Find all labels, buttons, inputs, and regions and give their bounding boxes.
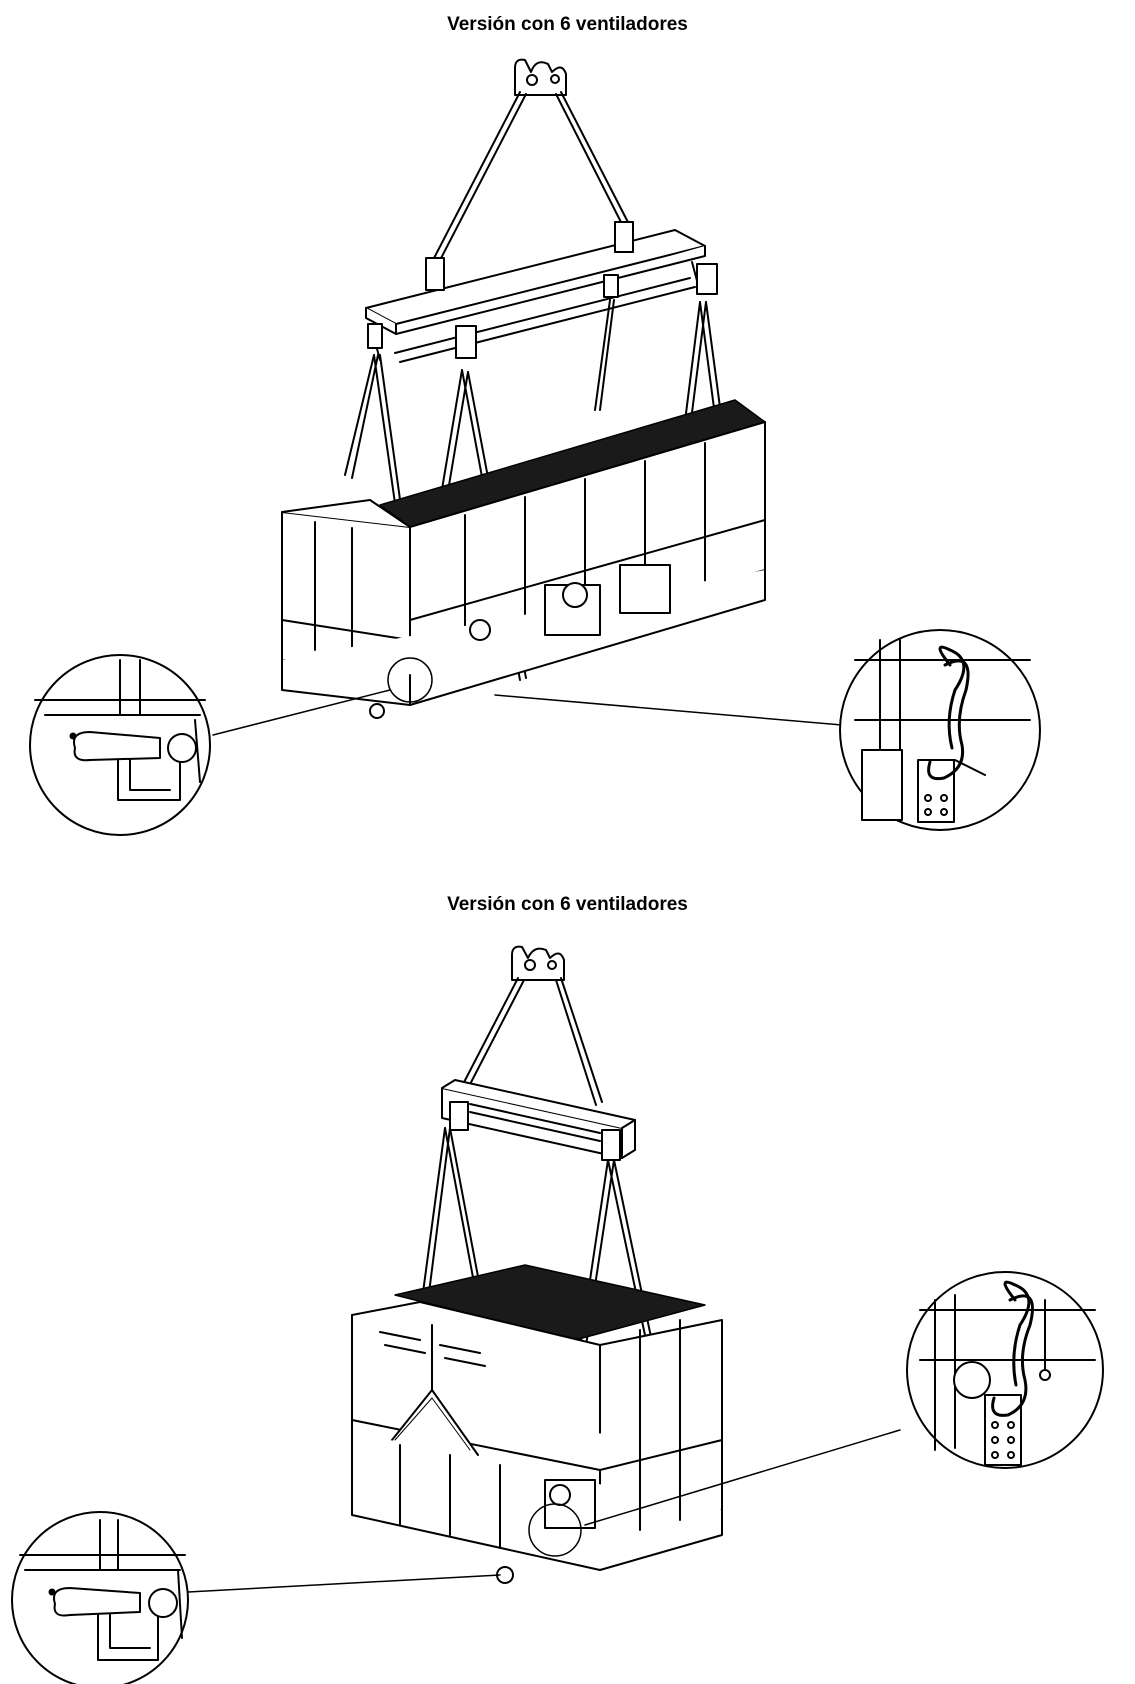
detail-left-wheel-pin [29, 654, 211, 836]
detail-left-wheel-pin-2 [11, 1511, 189, 1684]
unit-body-2 [351, 1301, 723, 1571]
figure-2-title: Versión con 6 ventiladores [447, 894, 688, 915]
figure-1-title: Versión con 6 ventiladores [447, 14, 688, 35]
callout-leaders-2 [187, 1429, 901, 1593]
unit-top-fans-2 [394, 1264, 706, 1341]
lifting-eye-2 [511, 945, 565, 981]
spreader-beam [441, 1079, 636, 1161]
upper-slings [431, 91, 633, 265]
upper-slings-2 [459, 977, 603, 1106]
wheel [369, 703, 385, 719]
figure-1-long-unit-lifting-diagram [29, 58, 1041, 836]
unit-body [281, 421, 766, 706]
detail-right-hook-2 [906, 1271, 1104, 1469]
spreader-frame [365, 221, 718, 363]
callout-leaders [212, 657, 843, 736]
wheel-2 [496, 1566, 514, 1584]
lifting-eye [514, 58, 567, 96]
detail-right-hook [839, 629, 1041, 831]
lower-slings-2 [417, 1127, 671, 1481]
